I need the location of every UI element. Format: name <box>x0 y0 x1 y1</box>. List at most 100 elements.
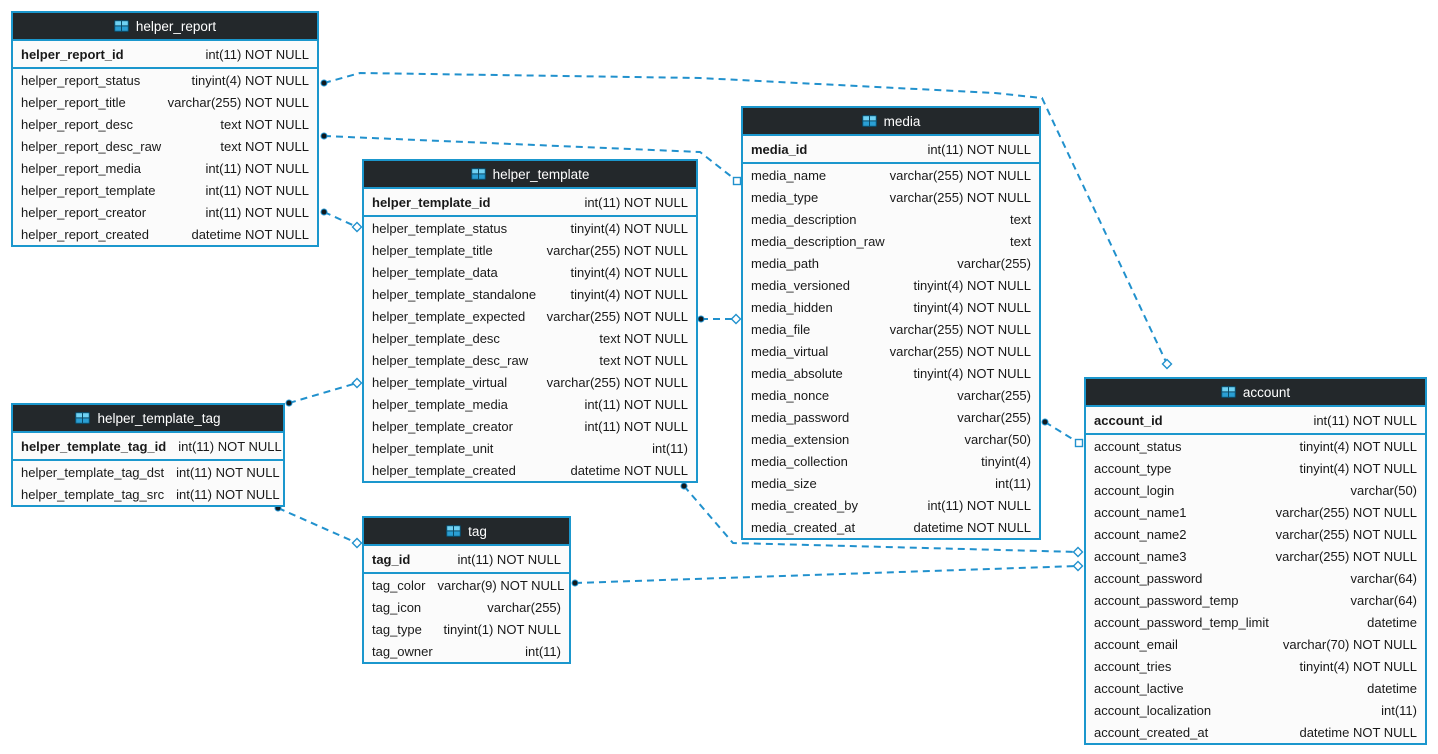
column-row[interactable]: media_nonce varchar(255) <box>743 384 1039 406</box>
table-helper_template[interactable]: helper_template helper_template_id int(1… <box>362 159 698 483</box>
relationship-line[interactable] <box>277 507 358 544</box>
column-row[interactable]: helper_report_media int(11) NOT NULL <box>13 157 317 179</box>
column-row[interactable]: account_name1 varchar(255) NOT NULL <box>1086 501 1425 523</box>
primary-key-row[interactable]: account_id int(11) NOT NULL <box>1086 407 1425 435</box>
table-header[interactable]: tag <box>364 518 569 546</box>
column-row[interactable]: media_created_at datetime NOT NULL <box>743 516 1039 538</box>
column-row[interactable]: media_collection tinyint(4) <box>743 450 1039 472</box>
column-type: int(11) NOT NULL <box>205 182 309 198</box>
column-name: helper_template_standalone <box>372 286 537 302</box>
column-row[interactable]: account_created_at datetime NOT NULL <box>1086 721 1425 743</box>
primary-key-row[interactable]: media_id int(11) NOT NULL <box>743 136 1039 164</box>
column-name: helper_template_id <box>372 194 491 210</box>
relationship-line[interactable] <box>683 485 1079 553</box>
column-row[interactable]: helper_report_template int(11) NOT NULL <box>13 179 317 201</box>
relationship-line[interactable] <box>323 71 1168 365</box>
column-row[interactable]: account_status tinyint(4) NOT NULL <box>1086 435 1425 457</box>
column-row[interactable]: account_password_temp_limit datetime <box>1086 611 1425 633</box>
column-row[interactable]: helper_report_created datetime NOT NULL <box>13 223 317 245</box>
column-row[interactable]: helper_template_expected varchar(255) NO… <box>364 305 696 327</box>
column-row[interactable]: helper_template_tag_dst int(11) NOT NULL <box>13 461 283 483</box>
column-name: account_name3 <box>1094 548 1187 564</box>
column-row[interactable]: media_password varchar(255) <box>743 406 1039 428</box>
column-row[interactable]: helper_report_title varchar(255) NOT NUL… <box>13 91 317 113</box>
column-type: int(11) <box>995 475 1031 491</box>
column-name: account_status <box>1094 438 1182 454</box>
column-row[interactable]: tag_type tinyint(1) NOT NULL <box>364 618 569 640</box>
column-row[interactable]: account_password varchar(64) <box>1086 567 1425 589</box>
column-row[interactable]: account_type tinyint(4) NOT NULL <box>1086 457 1425 479</box>
column-row[interactable]: account_lactive datetime <box>1086 677 1425 699</box>
column-row[interactable]: media_path varchar(255) <box>743 252 1039 274</box>
column-row[interactable]: helper_report_desc text NOT NULL <box>13 113 317 135</box>
relationship-line[interactable] <box>1044 421 1080 444</box>
column-row[interactable]: account_localization int(11) <box>1086 699 1425 721</box>
primary-key-row[interactable]: helper_template_tag_id int(11) NOT NULL <box>13 433 283 461</box>
relationship-line[interactable] <box>323 135 738 182</box>
column-row[interactable]: media_hidden tinyint(4) NOT NULL <box>743 296 1039 318</box>
primary-key-row[interactable]: helper_report_id int(11) NOT NULL <box>13 41 317 69</box>
column-row[interactable]: account_email varchar(70) NOT NULL <box>1086 633 1425 655</box>
column-row[interactable]: tag_color varchar(9) NOT NULL <box>364 574 569 596</box>
table-tag[interactable]: tag tag_id int(11) NOT NULL tag_color va… <box>362 516 571 664</box>
column-row[interactable]: helper_template_media int(11) NOT NULL <box>364 393 696 415</box>
column-row[interactable]: media_description text <box>743 208 1039 230</box>
column-row[interactable]: account_password_temp varchar(64) <box>1086 589 1425 611</box>
primary-key-row[interactable]: tag_id int(11) NOT NULL <box>364 546 569 574</box>
column-type: datetime NOT NULL <box>913 519 1031 535</box>
table-media[interactable]: media media_id int(11) NOT NULL media_na… <box>741 106 1041 540</box>
column-row[interactable]: account_tries tinyint(4) NOT NULL <box>1086 655 1425 677</box>
primary-key-row[interactable]: helper_template_id int(11) NOT NULL <box>364 189 696 217</box>
column-row[interactable]: helper_template_created datetime NOT NUL… <box>364 459 696 481</box>
column-row[interactable]: media_size int(11) <box>743 472 1039 494</box>
column-row[interactable]: tag_owner int(11) <box>364 640 569 662</box>
column-row[interactable]: helper_report_status tinyint(4) NOT NULL <box>13 69 317 91</box>
column-row[interactable]: helper_template_desc text NOT NULL <box>364 327 696 349</box>
column-row[interactable]: helper_template_data tinyint(4) NOT NULL <box>364 261 696 283</box>
column-row[interactable]: helper_report_creator int(11) NOT NULL <box>13 201 317 223</box>
column-row[interactable]: media_description_raw text <box>743 230 1039 252</box>
table-header[interactable]: helper_template_tag <box>13 405 283 433</box>
relationship-endpoint-dot <box>320 79 328 87</box>
column-row[interactable]: media_versioned tinyint(4) NOT NULL <box>743 274 1039 296</box>
column-row[interactable]: media_virtual varchar(255) NOT NULL <box>743 340 1039 362</box>
column-row[interactable]: media_file varchar(255) NOT NULL <box>743 318 1039 340</box>
column-row[interactable]: account_name3 varchar(255) NOT NULL <box>1086 545 1425 567</box>
column-row[interactable]: media_name varchar(255) NOT NULL <box>743 164 1039 186</box>
table-header[interactable]: account <box>1086 379 1425 407</box>
table-header[interactable]: media <box>743 108 1039 136</box>
column-name: media_hidden <box>751 299 833 315</box>
column-name: helper_report_status <box>21 72 141 88</box>
column-row[interactable]: helper_template_desc_raw text NOT NULL <box>364 349 696 371</box>
column-row[interactable]: tag_icon varchar(255) <box>364 596 569 618</box>
column-row[interactable]: media_type varchar(255) NOT NULL <box>743 186 1039 208</box>
column-row[interactable]: account_name2 varchar(255) NOT NULL <box>1086 523 1425 545</box>
column-row[interactable]: helper_template_title varchar(255) NOT N… <box>364 239 696 261</box>
table-account[interactable]: account account_id int(11) NOT NULL acco… <box>1084 377 1427 745</box>
relationship-line[interactable] <box>288 382 358 404</box>
column-row[interactable]: helper_template_tag_src int(11) NOT NULL <box>13 483 283 505</box>
column-row[interactable]: media_created_by int(11) NOT NULL <box>743 494 1039 516</box>
column-row[interactable]: helper_template_creator int(11) NOT NULL <box>364 415 696 437</box>
column-row[interactable]: helper_template_unit int(11) <box>364 437 696 459</box>
table-icon <box>470 168 486 180</box>
column-type: varchar(255) NOT NULL <box>546 308 688 324</box>
table-helper_template_tag[interactable]: helper_template_tag helper_template_tag_… <box>11 403 285 507</box>
column-row[interactable]: helper_template_standalone tinyint(4) NO… <box>364 283 696 305</box>
column-type: datetime <box>1367 680 1417 696</box>
table-header[interactable]: helper_template <box>364 161 696 189</box>
column-row[interactable]: helper_report_desc_raw text NOT NULL <box>13 135 317 157</box>
column-row[interactable]: media_absolute tinyint(4) NOT NULL <box>743 362 1039 384</box>
column-name: helper_report_desc_raw <box>21 138 162 154</box>
column-row[interactable]: account_login varchar(50) <box>1086 479 1425 501</box>
column-row[interactable]: helper_template_virtual varchar(255) NOT… <box>364 371 696 393</box>
column-type: varchar(64) <box>1350 592 1417 608</box>
column-row[interactable]: media_extension varchar(50) <box>743 428 1039 450</box>
relationship-line[interactable] <box>323 211 358 228</box>
table-helper_report[interactable]: helper_report helper_report_id int(11) N… <box>11 11 319 247</box>
relationship-line[interactable] <box>574 565 1079 584</box>
table-header[interactable]: helper_report <box>13 13 317 41</box>
relationship-endpoint-dot <box>320 132 328 140</box>
column-row[interactable]: helper_template_status tinyint(4) NOT NU… <box>364 217 696 239</box>
column-name: account_id <box>1094 412 1163 428</box>
